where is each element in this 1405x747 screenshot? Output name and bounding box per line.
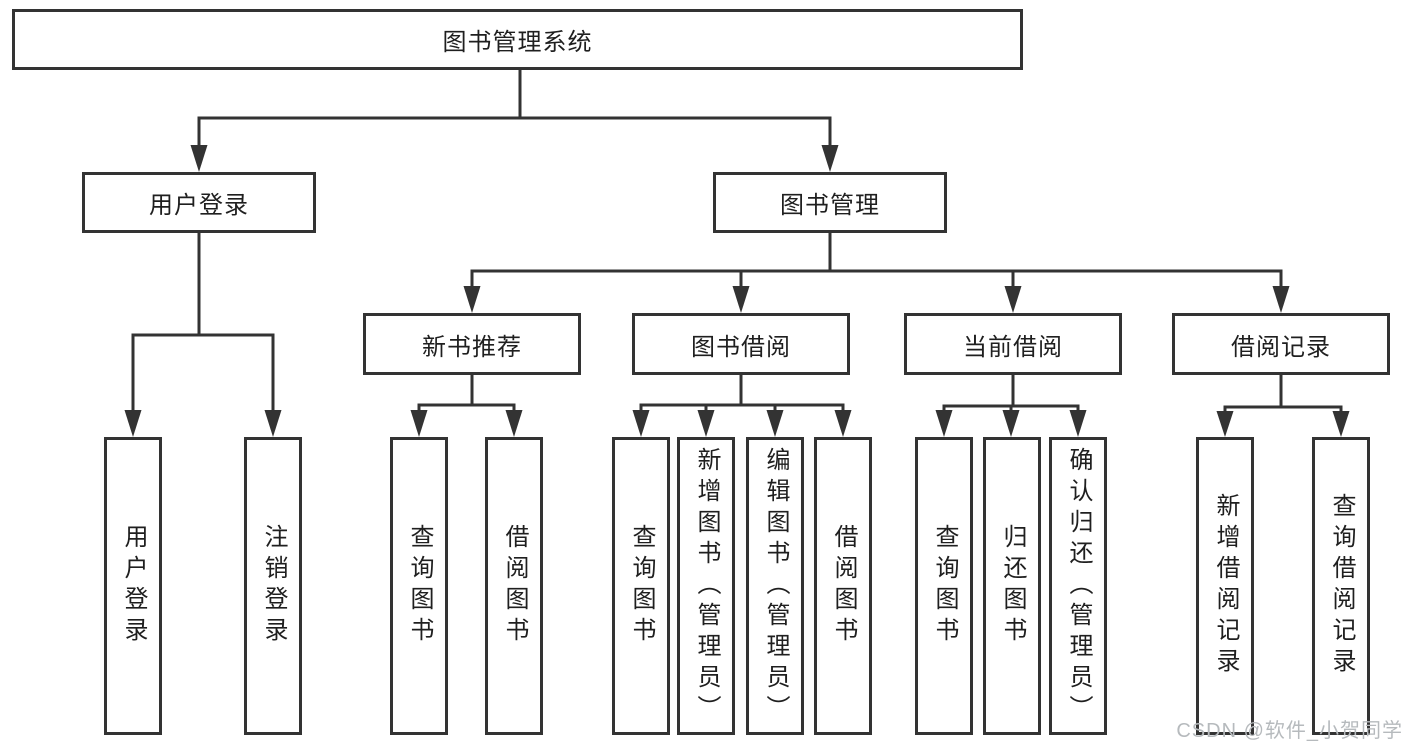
node-new-book-recommend: 新书推荐	[363, 313, 581, 375]
leaf-query-books-recommend: 查询图书	[390, 437, 448, 735]
node-book-borrowing: 图书借阅	[632, 313, 850, 375]
leaf-borrow-books-borrowing: 借阅图书	[814, 437, 872, 735]
leaf-query-books-borrowing: 查询图书	[612, 437, 670, 735]
node-new-book-recommend-label: 新书推荐	[422, 333, 522, 361]
leaf-add-books-admin: 新增图书（管理员）	[677, 437, 735, 735]
node-borrowing-records-label: 借阅记录	[1231, 333, 1331, 361]
leaf-borrow-books-recommend-label: 借阅图书	[501, 524, 528, 648]
leaf-query-books-current-label: 查询图书	[931, 524, 958, 648]
arrowhead-icons	[124, 145, 1350, 437]
leaf-logout-login: 注销登录	[244, 437, 302, 735]
leaf-borrow-books-recommend: 借阅图书	[485, 437, 543, 735]
leaf-add-borrow-record: 新增借阅记录	[1196, 437, 1254, 735]
leaf-confirm-return-admin: 确认归还（管理员）	[1049, 437, 1107, 735]
leaf-return-books: 归还图书	[983, 437, 1041, 735]
leaf-add-borrow-record-label: 新增借阅记录	[1212, 493, 1239, 679]
leaf-query-books-recommend-label: 查询图书	[406, 524, 433, 648]
leaf-user-login: 用户登录	[104, 437, 162, 735]
leaf-add-books-admin-label: 新增图书（管理员）	[693, 446, 720, 726]
leaf-edit-books-admin: 编辑图书（管理员）	[746, 437, 804, 735]
leaf-logout-login-label: 注销登录	[260, 524, 287, 648]
node-user-login: 用户登录	[82, 172, 316, 233]
leaf-query-borrow-record-label: 查询借阅记录	[1328, 493, 1355, 679]
leaf-confirm-return-admin-label: 确认归还（管理员）	[1065, 446, 1092, 726]
node-root-label: 图书管理系统	[442, 29, 593, 56]
node-book-borrowing-label: 图书借阅	[691, 333, 791, 361]
leaf-edit-books-admin-label: 编辑图书（管理员）	[762, 446, 789, 726]
leaf-borrow-books-borrowing-label: 借阅图书	[830, 524, 857, 648]
node-borrowing-records: 借阅记录	[1172, 313, 1390, 375]
leaf-return-books-label: 归还图书	[999, 524, 1026, 648]
node-root: 图书管理系统	[12, 9, 1023, 70]
leaf-query-books-current: 查询图书	[915, 437, 973, 735]
node-user-login-label: 用户登录	[149, 192, 249, 219]
leaf-query-books-borrowing-label: 查询图书	[628, 524, 655, 648]
leaf-query-borrow-record: 查询借阅记录	[1312, 437, 1370, 735]
node-current-borrowing-label: 当前借阅	[963, 333, 1063, 361]
node-current-borrowing: 当前借阅	[904, 313, 1122, 375]
node-book-management-label: 图书管理	[780, 192, 880, 219]
leaf-user-login-label: 用户登录	[120, 524, 147, 648]
node-book-management: 图书管理	[713, 172, 947, 233]
